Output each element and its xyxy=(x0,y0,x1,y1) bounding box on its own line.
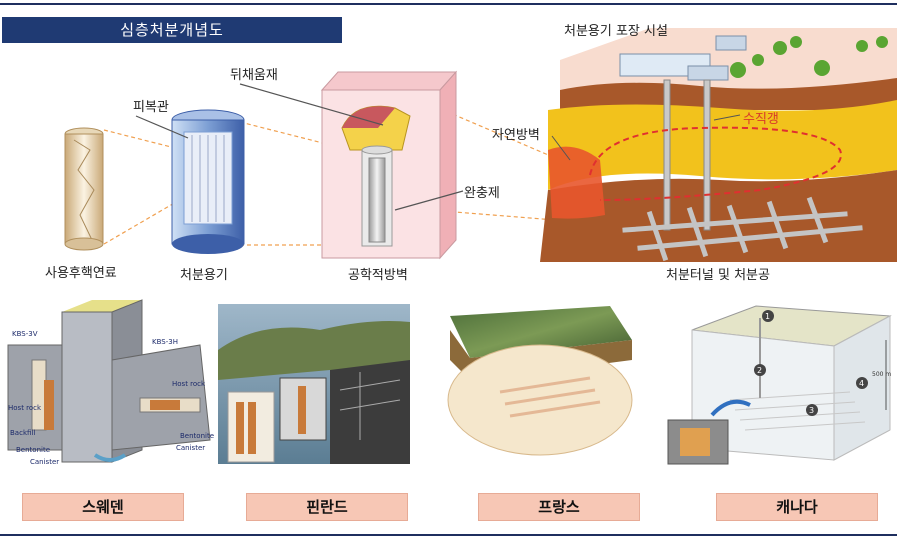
label-canister-left: Canister xyxy=(30,458,59,466)
repository-figure xyxy=(540,28,897,262)
container-figure xyxy=(171,109,245,254)
canada-marker-3: 3 xyxy=(809,406,814,415)
label-host-rock-right: Host rock xyxy=(172,380,206,388)
caption-finland: 핀란드 xyxy=(246,493,408,521)
spent-fuel-figure xyxy=(64,127,104,251)
label-kbs3h: KBS-3H xyxy=(152,338,178,346)
label-tunnels: 처분터널 및 처분공 xyxy=(666,268,770,283)
sweden-labels: KBS-3V KBS-3H Host rock Backfill Bentoni… xyxy=(8,330,214,466)
label-bentonite-left: Bentonite xyxy=(16,446,50,454)
label-bentonite-right: Bentonite xyxy=(180,432,214,440)
canada-marker-2: 2 xyxy=(757,366,762,375)
label-backfill: 뒤채움재 xyxy=(230,68,278,83)
page-title: 심층처분개념도 xyxy=(2,17,342,43)
pointer-lines xyxy=(135,83,464,211)
label-container: 처분용기 xyxy=(180,268,228,283)
label-packaging-facility: 처분용기 포장 시설 xyxy=(564,24,668,39)
canada-marker-1: 1 xyxy=(765,312,770,321)
caption-france: 프랑스 xyxy=(478,493,640,521)
canada-depth-label: 500 m xyxy=(872,371,891,378)
engineered-barrier-figure xyxy=(320,70,458,260)
label-shaft: 수직갱 xyxy=(743,112,779,127)
label-engineered-barrier: 공학적방벽 xyxy=(348,268,408,283)
finland-figure xyxy=(218,304,410,464)
label-buffer: 완충제 xyxy=(464,186,500,201)
label-host-rock-left: Host rock xyxy=(8,404,42,412)
bottom-border xyxy=(0,534,897,536)
canada-figure: 1 2 3 4 500 m xyxy=(667,305,892,465)
label-backfill: Backfill xyxy=(10,429,35,437)
label-natural-barrier: 자연방벽 xyxy=(492,128,540,143)
top-border xyxy=(0,3,897,5)
caption-sweden: 스웨덴 xyxy=(22,493,184,521)
canada-marker-4: 4 xyxy=(859,379,864,388)
france-figure xyxy=(447,306,633,456)
caption-canada: 캐나다 xyxy=(716,493,878,521)
label-cladding: 피복관 xyxy=(133,100,169,115)
label-kbs3v: KBS-3V xyxy=(12,330,38,338)
label-canister-right: Canister xyxy=(176,444,205,452)
sweden-figure xyxy=(7,299,211,463)
label-spent-fuel: 사용후핵연료 xyxy=(45,266,117,281)
